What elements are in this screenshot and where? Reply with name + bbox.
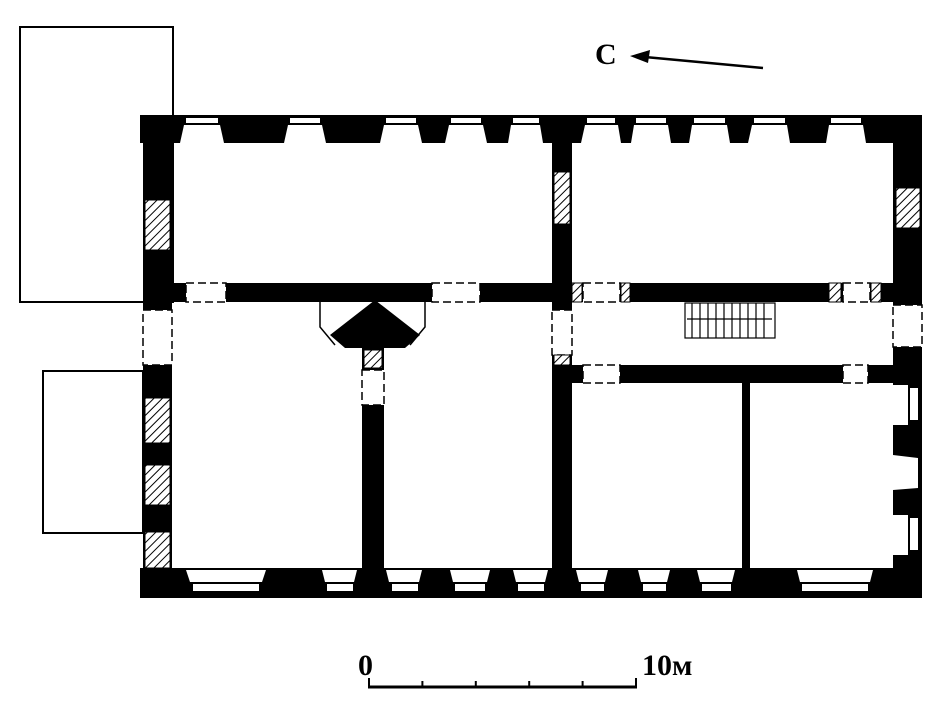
scale-bar: 0 10м	[358, 649, 692, 689]
fireplace	[319, 302, 426, 346]
windows-top	[180, 118, 866, 143]
windows-east	[893, 385, 918, 555]
outbuilding-north	[19, 26, 174, 303]
windows-bottom	[186, 570, 873, 591]
north-label: С	[595, 38, 617, 71]
staircase	[684, 302, 776, 339]
door-openings	[142, 282, 923, 406]
outbuilding-small	[42, 370, 144, 534]
outer-walls	[140, 115, 922, 598]
scale-end-label: 10м	[642, 649, 692, 682]
interior-walls	[172, 115, 893, 598]
scale-start-label: 0	[358, 649, 373, 682]
hatched-openings	[144, 171, 921, 569]
north-arrow: С	[595, 38, 764, 71]
